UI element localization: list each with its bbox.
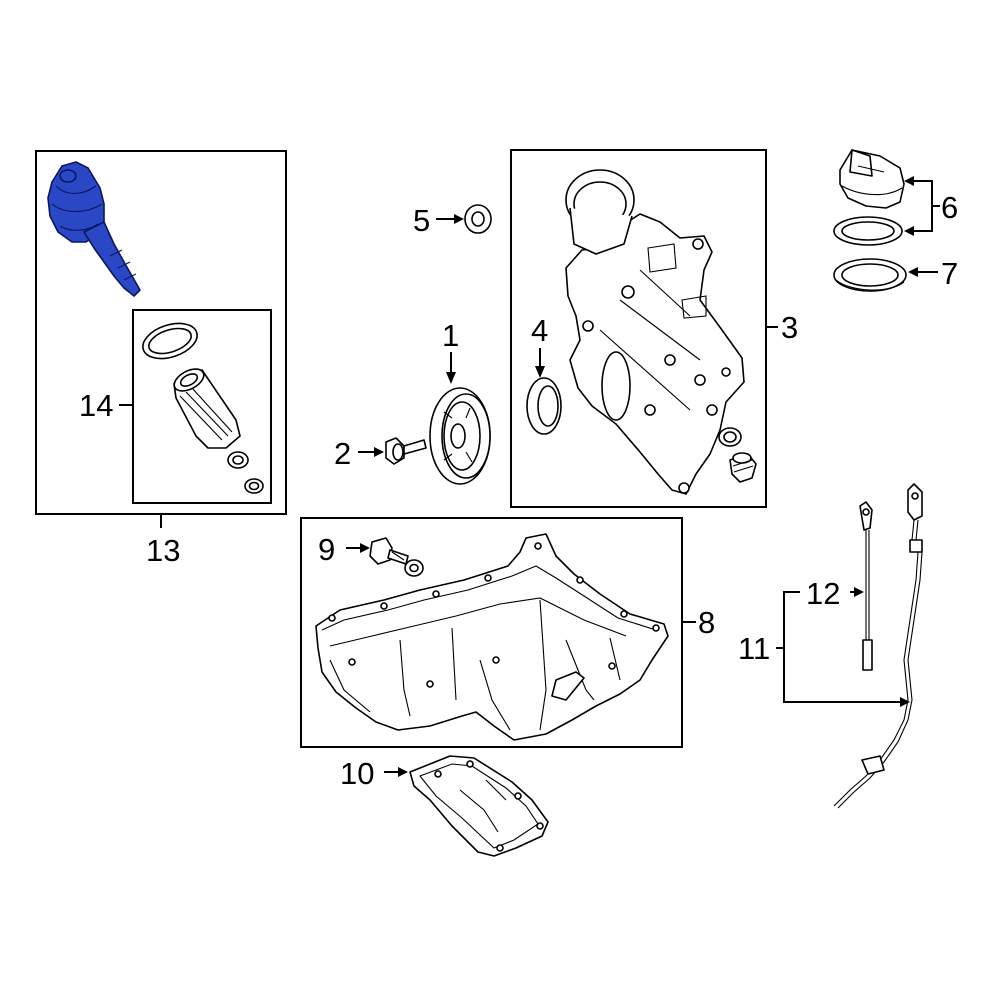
callout-5: 5: [413, 203, 430, 238]
callout-12: 12: [806, 576, 840, 611]
arrow-1: [446, 372, 456, 384]
arrow-6a: [904, 176, 914, 186]
callout-9: 9: [318, 532, 335, 567]
oil-filter-housing-cap[interactable]: [47, 161, 141, 297]
callout-10: 10: [340, 756, 374, 791]
arrow-12: [854, 587, 864, 597]
dipstick[interactable]: [859, 501, 873, 671]
group-3-box: [510, 149, 767, 508]
callout-8: 8: [698, 605, 715, 640]
callout-1: 1: [442, 318, 459, 353]
callout-4: 4: [531, 313, 548, 348]
pulley-bolt[interactable]: [385, 437, 427, 465]
dipstick-tube[interactable]: [833, 483, 923, 809]
cover-plug[interactable]: [729, 452, 757, 483]
callout-11: 11: [738, 631, 770, 666]
arrow-4: [535, 366, 545, 378]
callout-3: 3: [781, 310, 798, 345]
arrow-7: [908, 267, 918, 277]
callout-14: 14: [79, 388, 113, 423]
arrow-2: [374, 447, 384, 457]
cover-o-ring[interactable]: [718, 427, 742, 447]
leader-11: [783, 591, 904, 703]
group-8-box: [300, 517, 683, 748]
oil-filler-cap[interactable]: [839, 149, 905, 209]
timing-cover[interactable]: [565, 169, 745, 495]
callout-7: 7: [941, 256, 958, 291]
crankshaft-pulley[interactable]: [429, 387, 491, 485]
arrow-11: [900, 697, 910, 707]
leader-6: [910, 180, 933, 232]
filler-cap-gasket[interactable]: [833, 258, 907, 292]
callout-6: 6: [941, 190, 958, 225]
arrow-10: [398, 767, 408, 777]
filter-small-o-ring-2[interactable]: [244, 478, 264, 494]
oil-pan[interactable]: [315, 533, 669, 741]
callout-2: 2: [334, 436, 351, 471]
front-crankshaft-seal[interactable]: [526, 377, 562, 435]
group-14-box: [132, 309, 272, 504]
arrow-5: [454, 214, 464, 224]
washer[interactable]: [464, 204, 492, 234]
filler-cap-seal[interactable]: [833, 216, 903, 246]
drain-plug-washer[interactable]: [404, 559, 424, 577]
arrow-6b: [904, 226, 914, 236]
arrow-9: [360, 543, 370, 553]
filter-small-o-ring-1[interactable]: [227, 451, 249, 469]
lower-oil-pan[interactable]: [409, 755, 549, 857]
filter-housing-o-ring[interactable]: [138, 317, 201, 365]
drain-plug[interactable]: [369, 537, 409, 565]
callout-13: 13: [146, 533, 180, 568]
oil-filter-element[interactable]: [171, 365, 241, 449]
